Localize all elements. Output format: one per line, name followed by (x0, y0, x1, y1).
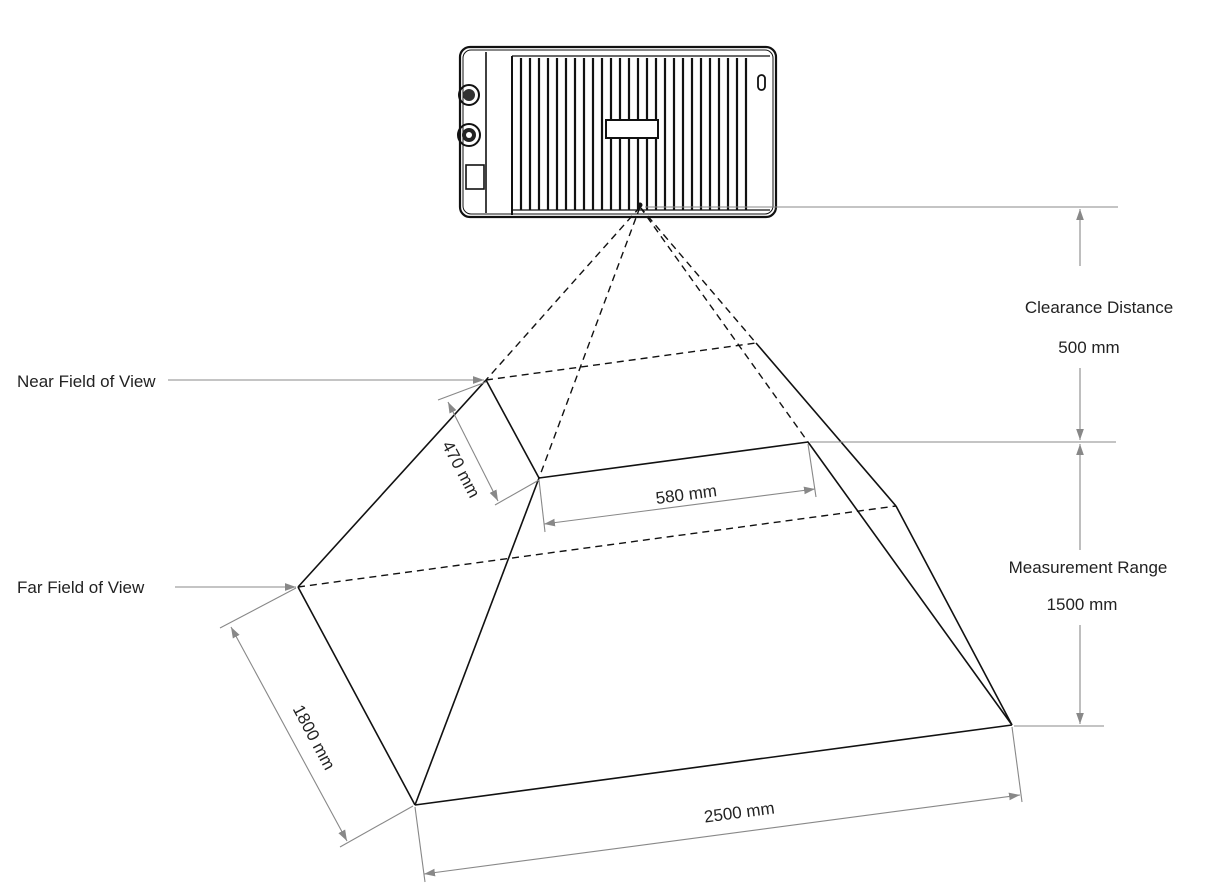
far-field-plane (297, 505, 1013, 806)
far-depth-dimension (219, 587, 414, 848)
clearance-value: 500 mm (1058, 338, 1119, 357)
frustum-edges (297, 342, 1013, 806)
vertical-dimensions (645, 206, 1118, 727)
near-depth-label: 470 mm (438, 438, 484, 501)
connector-bottom-icon (457, 123, 481, 147)
connector-top-icon (458, 84, 480, 106)
camera-device-icon (457, 45, 778, 219)
far-fov-label: Far Field of View (17, 578, 145, 597)
far-width-label: 2500 mm (703, 799, 776, 827)
near-depth-dimension (437, 381, 540, 506)
near-width-label: 580 mm (655, 481, 718, 508)
near-fov-label: Near Field of View (17, 372, 156, 391)
projection-lines (485, 206, 809, 479)
clearance-title: Clearance Distance (1025, 298, 1173, 317)
near-field-plane (485, 342, 809, 479)
near-width-dimension (538, 443, 817, 533)
range-title: Measurement Range (1009, 558, 1168, 577)
far-depth-label: 1800 mm (289, 702, 339, 773)
range-value: 1500 mm (1047, 595, 1118, 614)
far-width-dimension (414, 726, 1023, 883)
heatsink-fins (519, 58, 748, 210)
